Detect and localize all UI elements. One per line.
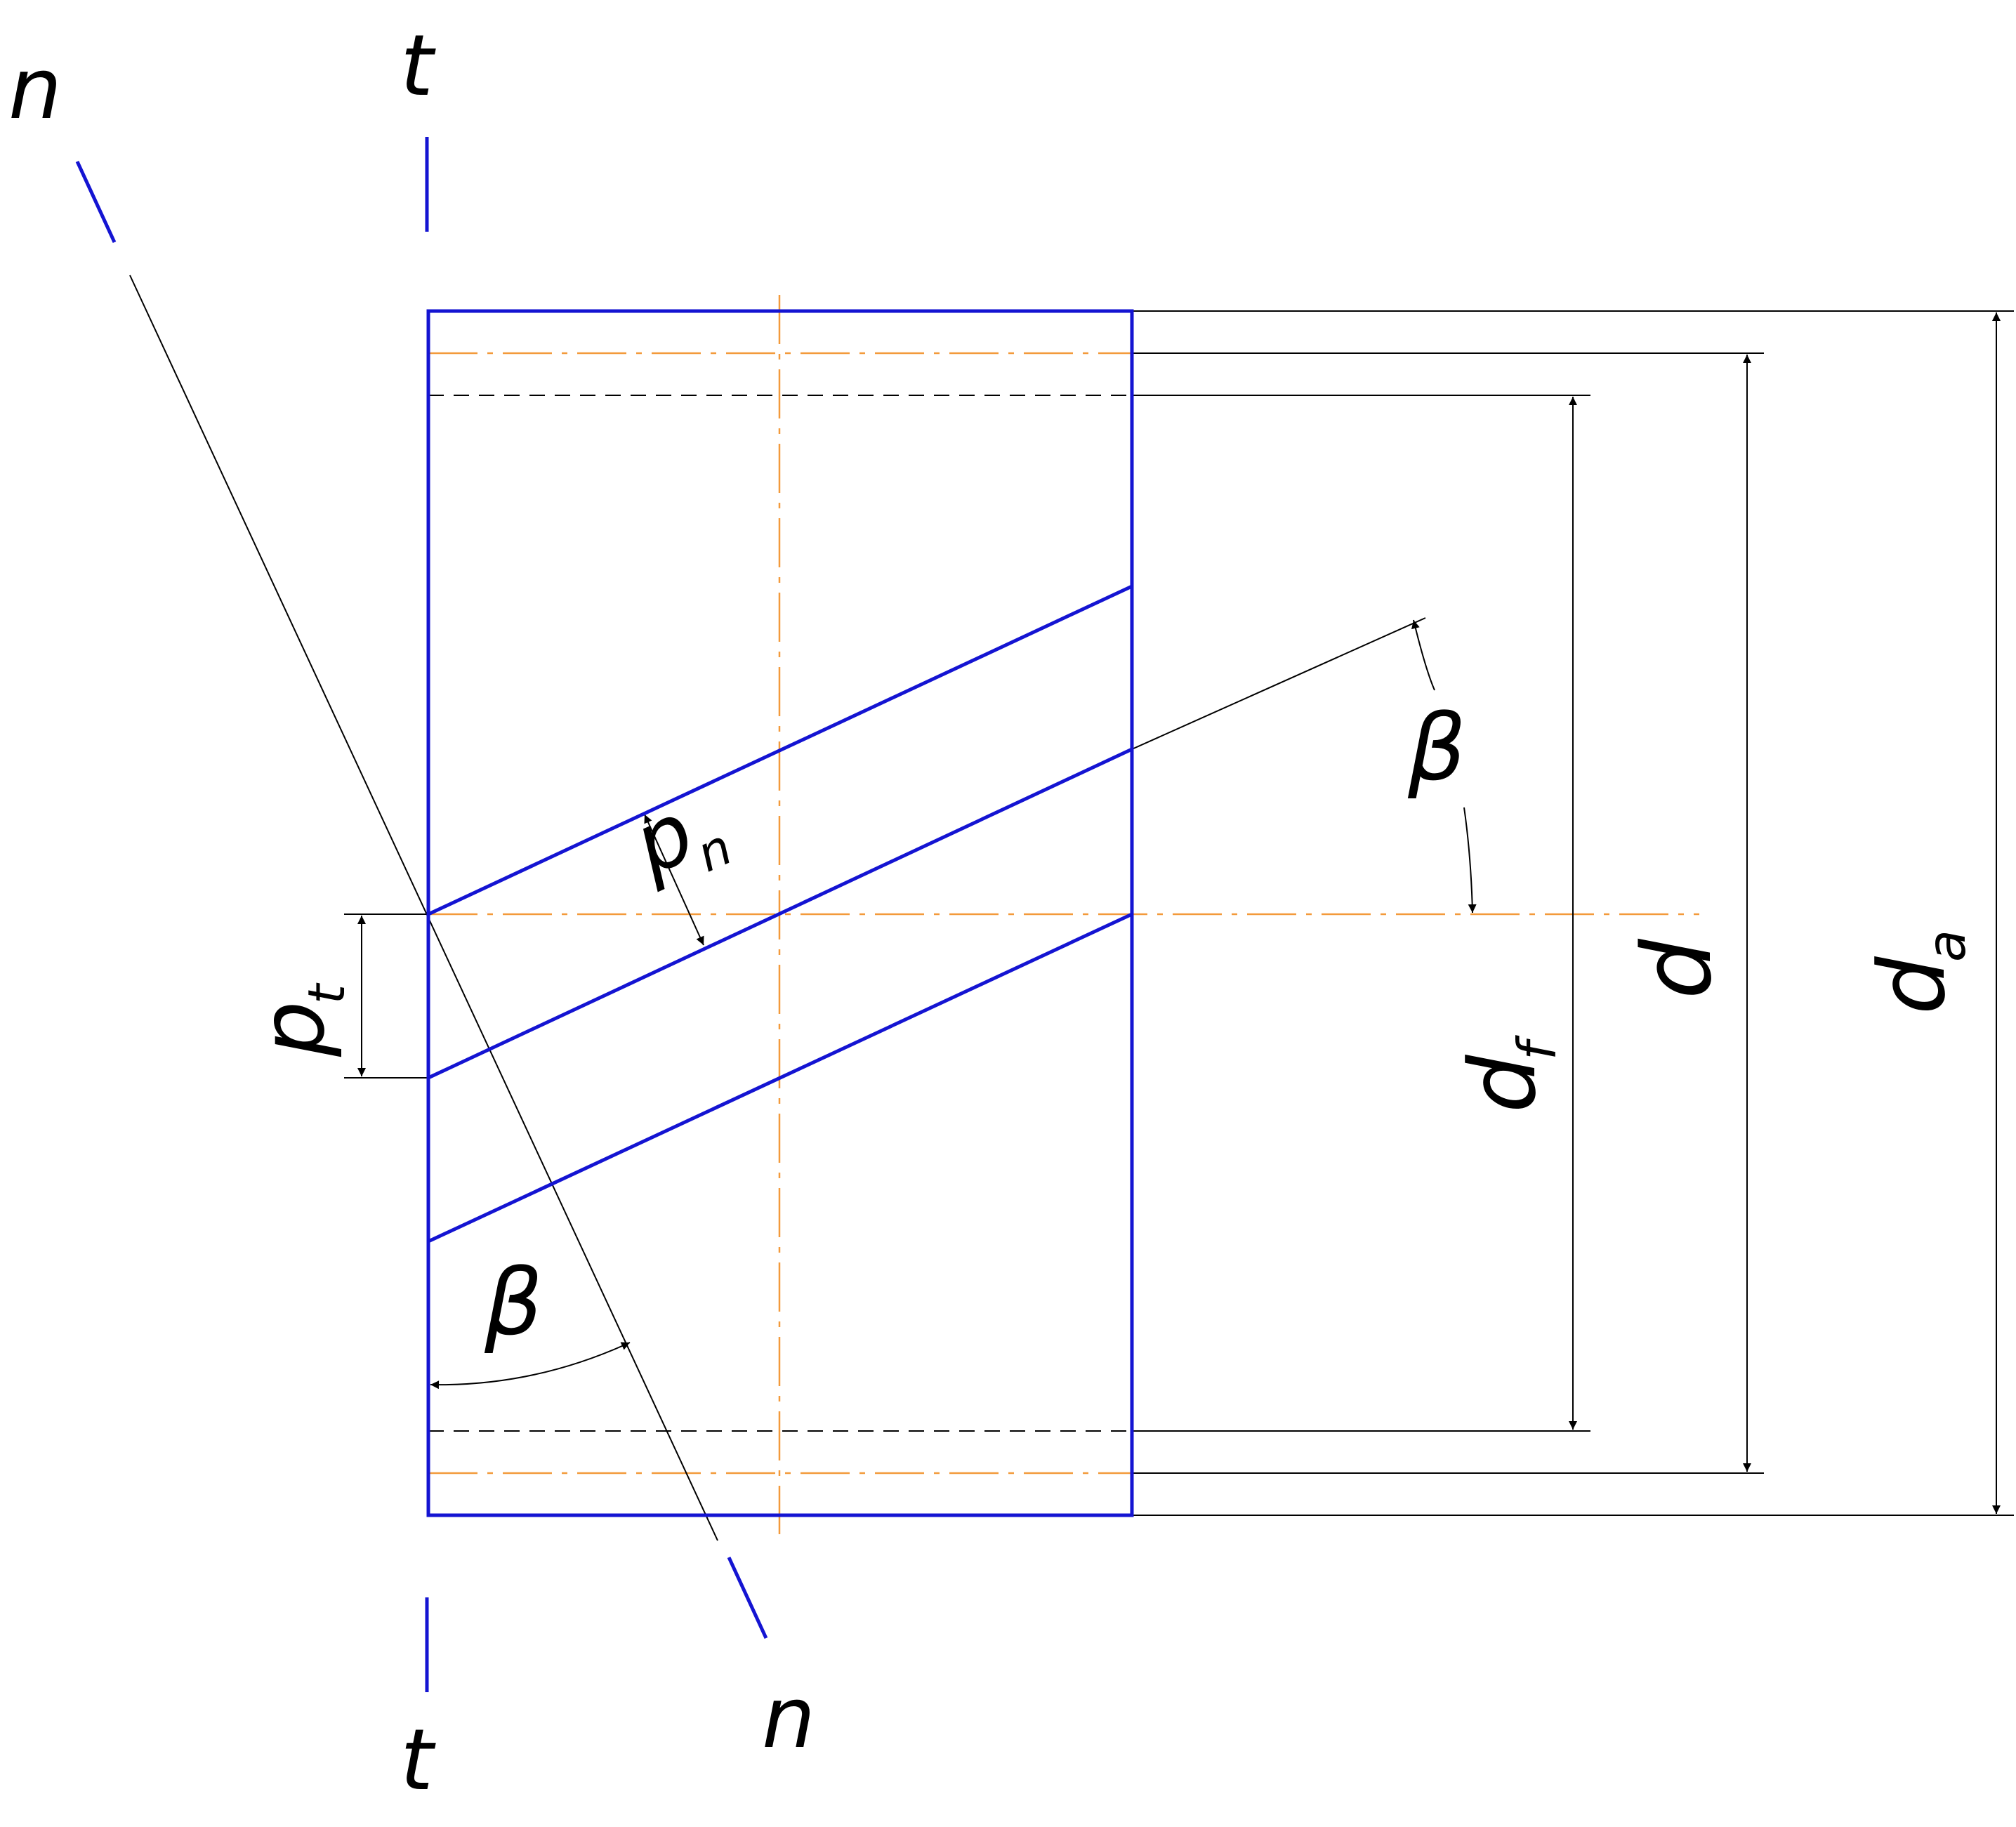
label-pt-main: p — [242, 1001, 344, 1057]
label-beta-right: β — [1407, 694, 1466, 801]
label-pt: p t — [242, 982, 356, 1057]
n-axis-dash-top — [75, 160, 117, 244]
label-da-main: d — [1859, 956, 1965, 1015]
label-df-sub: f — [1506, 1035, 1568, 1060]
label-t-bottom: t — [400, 1712, 436, 1809]
helix-line-1 — [427, 584, 1133, 916]
helix-line-3 — [427, 912, 1133, 1244]
construction-lines — [129, 275, 2014, 1541]
root-lines — [428, 395, 1132, 1432]
dim-beta-left-arc — [430, 1342, 631, 1390]
dim-pn — [644, 814, 704, 946]
dimension-lines — [357, 312, 2001, 1514]
section-axis-marks — [75, 137, 768, 1692]
label-da-sub: a — [1916, 930, 1977, 962]
label-df-main: d — [1449, 1054, 1556, 1113]
normal-line — [129, 275, 718, 1541]
helix-extension-line — [1131, 617, 1426, 750]
label-d: d — [1622, 938, 1732, 999]
label-t-top: t — [400, 18, 436, 115]
dim-beta-right-arc-lower — [1463, 807, 1477, 914]
label-n-top: n — [8, 41, 62, 138]
helix-line-2 — [427, 747, 1133, 1080]
label-da: d a — [1859, 930, 1977, 1015]
label-df: d f — [1449, 1035, 1568, 1113]
label-pt-sub: t — [297, 982, 356, 1004]
dim-beta-right-arc-upper — [1411, 619, 1435, 691]
n-axis-dash-bottom — [727, 1556, 768, 1640]
label-pn: p n — [619, 784, 740, 895]
label-beta-left: β — [484, 1249, 543, 1356]
label-n-bottom: n — [762, 1670, 815, 1767]
gear-outline — [426, 309, 1134, 1517]
center-lines — [428, 295, 1699, 1534]
label-d-main: d — [1622, 938, 1732, 999]
